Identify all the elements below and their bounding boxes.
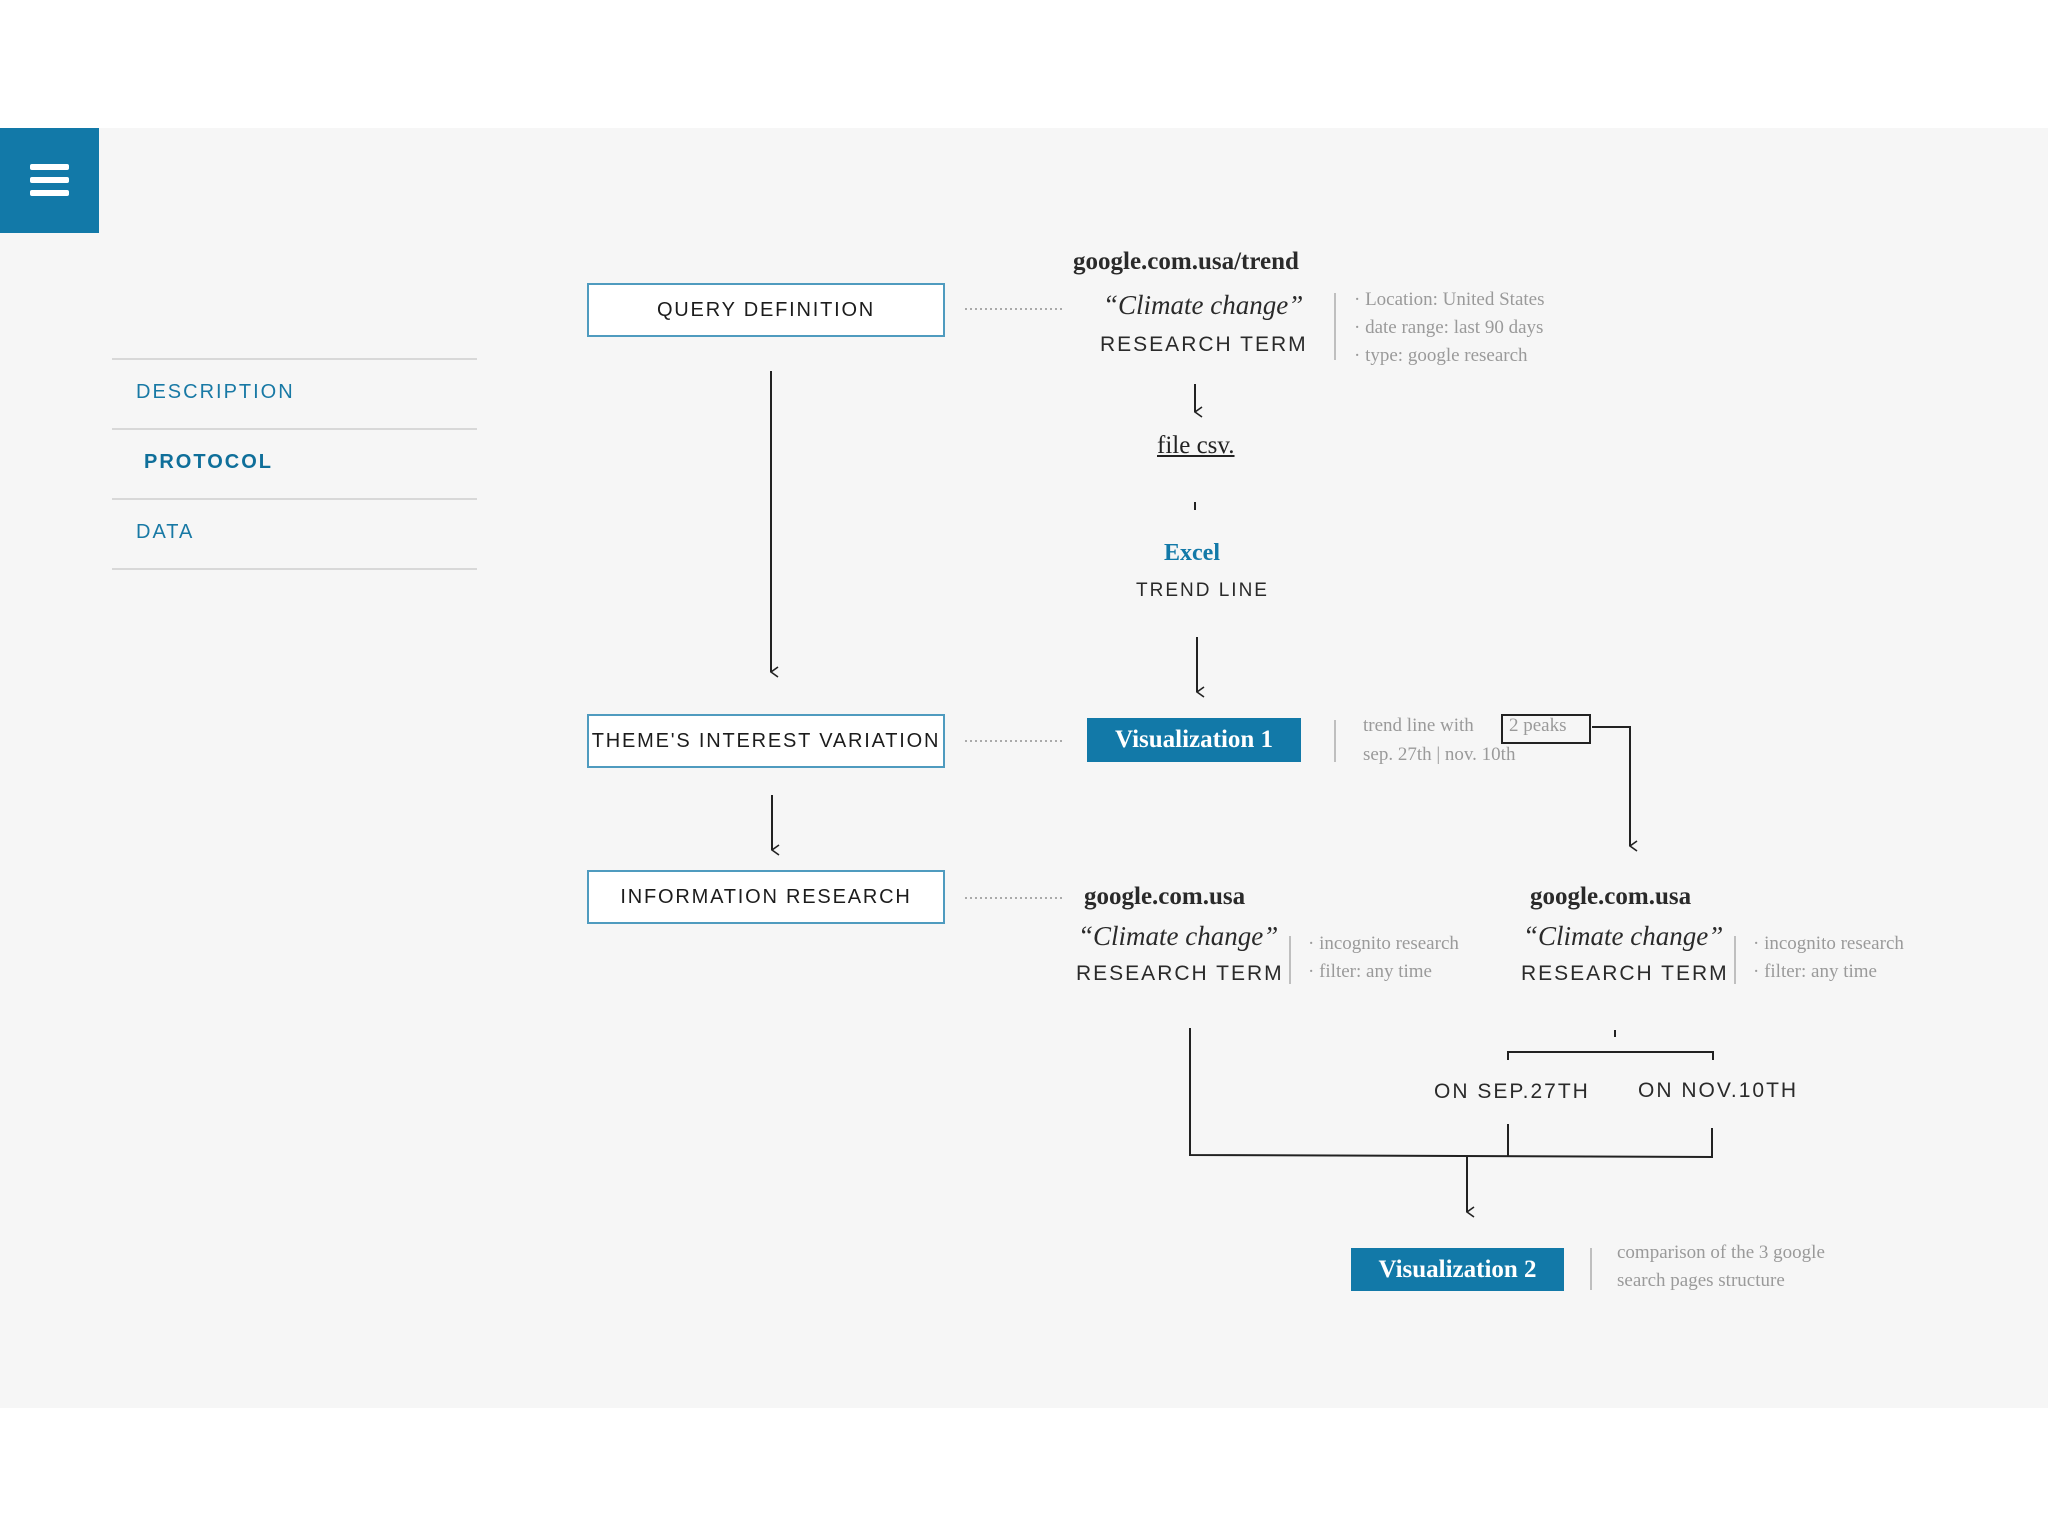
- query-definition-box: QUERY DEFINITION: [587, 283, 945, 337]
- side-nav: DESCRIPTION PROTOCOL DATA: [112, 358, 477, 570]
- visualization-2-notes: comparison of the 3 google search pages …: [1617, 1242, 1825, 1291]
- themes-interest-variation-box: THEME'S INTEREST VARIATION: [587, 714, 945, 768]
- information-research-box: INFORMATION RESEARCH: [587, 870, 945, 924]
- left-search-notes: · incognito research · filter: any time: [1308, 933, 1459, 982]
- date-nov-label: ON NOV.10TH: [1638, 1079, 1799, 1102]
- nav-item-label: DESCRIPTION: [136, 381, 295, 403]
- trend-search-notes: · Location: United States · date range: …: [1354, 289, 1545, 366]
- date-sep-label: ON SEP.27TH: [1434, 1080, 1590, 1103]
- nav-item-protocol[interactable]: PROTOCOL: [112, 428, 477, 498]
- excel-label: Excel: [1164, 540, 1220, 566]
- peaks-highlight: 2 peaks: [1509, 715, 1567, 736]
- right-search-notes: · incognito research · filter: any time: [1753, 933, 1904, 982]
- trend-search-quote: “Climate change”: [1103, 290, 1304, 320]
- visualization-1-button[interactable]: Visualization 1: [1087, 718, 1301, 762]
- nav-item-description[interactable]: DESCRIPTION: [112, 358, 477, 428]
- hamburger-menu-icon[interactable]: [0, 128, 99, 233]
- nav-item-label: PROTOCOL: [144, 451, 273, 473]
- right-research-term-label: RESEARCH TERM: [1521, 962, 1729, 985]
- right-search-quote: “Climate change”: [1523, 921, 1724, 951]
- left-search-quote: “Climate change”: [1078, 921, 1279, 951]
- visualization-2-button[interactable]: Visualization 2: [1351, 1248, 1564, 1291]
- nav-item-label: DATA: [136, 521, 195, 543]
- file-csv-link[interactable]: file csv.: [1157, 432, 1235, 459]
- trend-site-name: google.com.usa/trend: [1073, 248, 1299, 275]
- left-search-site-name: google.com.usa: [1084, 883, 1246, 910]
- visualization-1-note-prefix: trend line with: [1363, 715, 1474, 736]
- left-research-term-label: RESEARCH TERM: [1076, 962, 1284, 985]
- right-search-site-name: google.com.usa: [1530, 883, 1692, 910]
- nav-item-data[interactable]: DATA: [112, 498, 477, 570]
- trend-research-term-label: RESEARCH TERM: [1100, 333, 1308, 356]
- content-panel: [0, 128, 2048, 1408]
- trend-line-label: TREND LINE: [1136, 580, 1269, 601]
- visualization-1-note-dates: sep. 27th | nov. 10th: [1363, 744, 1516, 765]
